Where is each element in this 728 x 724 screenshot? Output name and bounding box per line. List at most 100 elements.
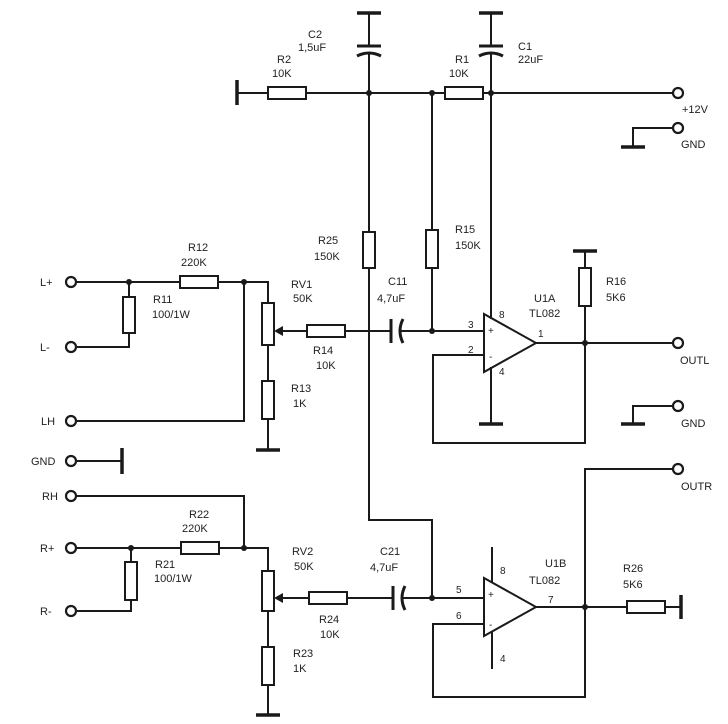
terminal-gnd-top [671, 121, 685, 135]
pin-label: 4 [499, 367, 505, 378]
label-c11-value: 4,7uF [377, 293, 405, 305]
terminal-r-minus [64, 604, 78, 618]
label-r13-ref: R13 [291, 383, 311, 395]
resistor-r14 [306, 324, 346, 338]
polarity-minus: - [489, 352, 492, 363]
pin-label: 1 [538, 329, 544, 340]
label-r26-ref: R26 [623, 563, 643, 575]
label-r24-ref: R24 [319, 614, 339, 626]
resistor-r12 [179, 275, 219, 289]
polarity-plus: + [488, 326, 494, 337]
label-r22-ref: R22 [189, 509, 209, 521]
label-r12-value: 220K [181, 257, 207, 269]
label-r21-ref: R21 [155, 559, 175, 571]
label-r26-value: 5K6 [623, 579, 643, 591]
label-c21-value: 4,7uF [370, 562, 398, 574]
pin-label: 3 [468, 320, 474, 331]
terminal-lh [64, 414, 78, 428]
label-terminal-gnd-top: GND [681, 139, 706, 151]
left-channel: L+ L- LH GND R12 220K R11 100/1W RV1 50K… [31, 92, 709, 521]
label-r21-value: 100/1W [154, 573, 193, 585]
supply-section: C2 1,5uF R2 10K R1 10K C1 22uF +12V GND [235, 11, 709, 151]
label-terminal-outl: OUTL [680, 355, 709, 367]
label-terminal-r-minus: R- [40, 606, 52, 618]
label-u1a-value: TL082 [529, 308, 560, 320]
label-rv1-value: 50K [293, 293, 313, 305]
label-terminal-gnd-right: GND [681, 418, 706, 430]
label-terminal-outr: OUTR [681, 481, 712, 493]
pin-label: 5 [456, 585, 462, 596]
label-terminal-l-plus: L+ [40, 277, 53, 289]
label-u1b-ref: U1B [545, 558, 566, 570]
polarity-minus: - [489, 620, 492, 631]
resistor-r16 [578, 267, 592, 307]
terminal-gnd-left [64, 454, 78, 468]
pin-label: 6 [456, 611, 462, 622]
resistor-r24 [308, 591, 348, 605]
resistor-r13 [261, 380, 275, 420]
label-r12-ref: R12 [188, 242, 208, 254]
resistor-r1 [444, 86, 484, 100]
label-r16-ref: R16 [606, 276, 626, 288]
label-r1-value: 10K [449, 68, 469, 80]
terminal-r-plus [64, 541, 78, 555]
label-r1-ref: R1 [455, 54, 469, 66]
label-r15-value: 150K [455, 240, 481, 252]
label-u1a-ref: U1A [534, 293, 556, 305]
label-c2-value: 1,5uF [298, 42, 326, 54]
terminal-rh [64, 489, 78, 503]
label-r16-value: 5K6 [606, 292, 626, 304]
right-channel: RH R+ R- R22 220K R21 100/1W RV2 50K R24… [40, 462, 712, 717]
label-r24-value: 10K [320, 629, 340, 641]
resistor-r11 [122, 296, 136, 334]
resistor-r21 [124, 561, 138, 601]
label-c1-value: 22uF [518, 54, 543, 66]
opamp-u1b [483, 576, 539, 638]
label-r15-ref: R15 [455, 224, 475, 236]
label-r11-value: 100/1W [152, 309, 191, 321]
terminal-outl [671, 336, 685, 350]
label-c2-ref: C2 [308, 29, 322, 41]
terminal-l-minus [64, 340, 78, 354]
label-terminal-rh: RH [42, 491, 58, 503]
label-c21-ref: C21 [380, 546, 400, 558]
label-r22-value: 220K [182, 523, 208, 535]
label-r14-ref: R14 [313, 345, 333, 357]
label-r13-value: 1K [293, 398, 307, 410]
label-terminal-r-plus: R+ [40, 543, 54, 555]
label-r2-ref: R2 [277, 54, 291, 66]
polarity-plus: + [488, 590, 494, 601]
wiper-arrow-icon [274, 593, 283, 603]
resistor-r2 [267, 86, 307, 100]
label-r11-ref: R11 [153, 294, 172, 306]
label-rv1-ref: RV1 [291, 279, 312, 291]
resistor-r22 [180, 541, 220, 555]
potentiometer-rv1 [261, 302, 275, 346]
label-r25-value: 150K [314, 251, 340, 263]
opamp-u1a [483, 312, 539, 374]
terminal-gnd-right [671, 399, 685, 413]
junction-dot [241, 545, 247, 551]
label-r23-ref: R23 [293, 648, 313, 660]
label-r2-value: 10K [272, 68, 292, 80]
pin-label: 8 [500, 566, 506, 577]
label-r14-value: 10K [316, 360, 336, 372]
label-c1-ref: C1 [518, 41, 532, 53]
resistor-r15 [425, 229, 439, 269]
pin-label: 8 [499, 310, 505, 321]
label-rv2-value: 50K [294, 561, 314, 573]
label-terminal-v12: +12V [682, 104, 709, 116]
label-terminal-lh: LH [41, 416, 55, 428]
pin-label: 7 [548, 595, 554, 606]
terminal-v12 [671, 86, 685, 100]
terminal-l-plus [64, 275, 78, 289]
resistor-r25 [362, 231, 376, 269]
resistor-r23 [261, 646, 275, 686]
terminal-outr [671, 462, 685, 476]
label-terminal-gnd-left: GND [31, 456, 56, 468]
resistor-r26 [626, 600, 666, 614]
label-terminal-l-minus: L- [40, 342, 50, 354]
label-c11-ref: C11 [388, 276, 407, 288]
